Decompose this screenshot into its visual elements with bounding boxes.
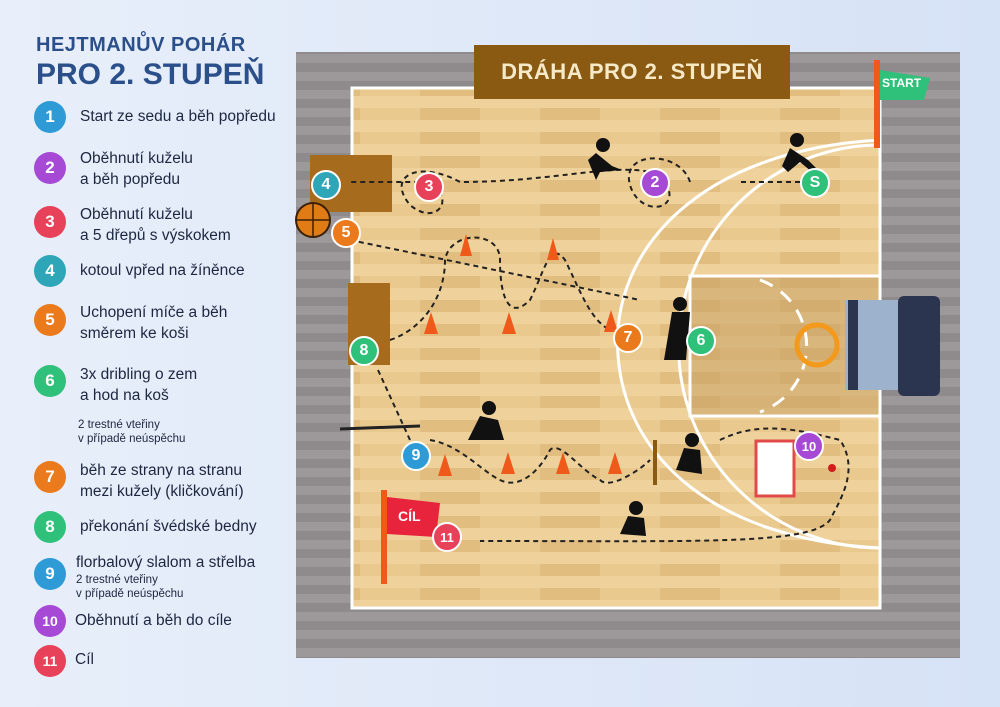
legend-item-3: 3 Oběhnutí kuželu a 5 dřepů s výskokem [34,204,231,246]
floorball-ball [828,464,836,472]
marker-2: 2 [640,168,670,198]
marker-3: 3 [414,172,444,202]
penalty-note: 2 trestné vteřiny v případě neúspěchu [78,418,185,446]
legend-text-line2: mezi kužely (kličkování) [80,483,244,500]
legend-text-line1: 3x dribling o zem [80,366,198,383]
floorball-goal [754,439,796,498]
legend-number: 5 [34,304,66,336]
legend-item-4: 4 kotoul vpřed na žíněnce [34,255,245,287]
start-flag-label: START [882,76,922,90]
legend-item-2: 2 Oběhnutí kuželu a běh popředu [34,148,193,190]
legend-number: 1 [34,101,66,133]
legend-item-7: 7 běh ze strany na stranu mezi kužely (kl… [34,460,244,502]
legend-text: kotoul vpřed na žíněnce [80,262,245,279]
finish-flag-label: CÍL [398,508,421,524]
legend-text-line1: Oběhnutí kuželu [80,150,193,167]
legend-text: Oběhnutí a běh do cíle [75,612,232,629]
legend-text-line2: směrem ke koši [80,325,189,342]
marker-11: 11 [432,522,462,552]
legend-text: Start ze sedu a běh popředu [80,108,276,125]
marker-5: 5 [331,218,361,248]
legend-number: 4 [34,255,66,287]
legend-item-1: 1 Start ze sedu a běh popředu [34,101,276,133]
marker-8: 8 [349,336,379,366]
legend-number: 10 [34,605,66,637]
legend-text: Uchopení míče a běh směrem ke koši [80,302,227,344]
legend-item-10: 10 Oběhnutí a běh do cíle [34,605,232,637]
legend-note-line1: 2 trestné vteřiny [76,574,158,586]
floorball-stick [339,424,421,431]
legend-text-line2: a hod na koš [80,387,169,404]
legend-item-11: 11 Cíl [34,645,94,677]
legend-number: 7 [34,461,66,493]
legend-text-line1: florbalový slalom a střelba [76,554,256,571]
athlete-icons [468,133,820,536]
start-flag [874,60,930,148]
header-line1: HEJTMANŮV POHÁR [36,34,246,56]
legend-number: 3 [34,206,66,238]
legend-text: Cíl [75,651,94,668]
legend-text: 3x dribling o zem a hod na koš [80,364,197,406]
finish-flag [381,490,440,584]
legend-text-line1: Uchopení míče a běh [80,304,228,321]
legend-item-8: 8 překonání švédské bedny [34,511,257,543]
marker-9: 9 [401,441,431,471]
legend-number: 9 [34,558,66,590]
penalty-note-line1: 2 trestné vteřiny [78,419,160,431]
legend-number: 8 [34,511,66,543]
legend-text: florbalový slalom a střelba 2 trestné vte… [76,552,255,601]
legend-item-6: 6 3x dribling o zem a hod na koš [34,364,197,406]
legend-text: Oběhnutí kuželu a běh popředu [80,148,193,190]
legend-number: 11 [34,645,66,677]
marker-10: 10 [794,431,824,461]
route-path [349,157,850,543]
legend-item-9: 9 florbalový slalom a střelba 2 trestné v… [34,552,255,601]
header-line2: PRO 2. STUPEŇ [36,58,265,91]
marker-6: 6 [686,326,716,356]
legend-text-line1: běh ze strany na stranu [80,462,242,479]
legend-text: překonání švédské bedny [80,518,257,535]
penalty-note-line2: v případě neúspěchu [78,433,186,445]
legend-text-line2: a 5 dřepů s výskokem [80,227,231,244]
marker-4: 4 [311,170,341,200]
marker-start: S [800,168,830,198]
legend-number: 6 [34,365,66,397]
court-title: DRÁHA PRO 2. STUPEŇ [474,45,790,99]
legend-number: 2 [34,152,66,184]
legend-item-5: 5 Uchopení míče a běh směrem ke koši [34,302,227,344]
legend-text-line2: a běh popředu [80,171,180,188]
marker-7: 7 [613,323,643,353]
legend-text: běh ze strany na stranu mezi kužely (klič… [80,460,244,502]
basketball-hoop [794,296,940,396]
legend-text: Oběhnutí kuželu a 5 dřepů s výskokem [80,204,231,246]
cones [424,234,622,476]
legend-text-line1: Oběhnutí kuželu [80,206,193,223]
legend-note-line2: v případě neúspěchu [76,588,184,600]
